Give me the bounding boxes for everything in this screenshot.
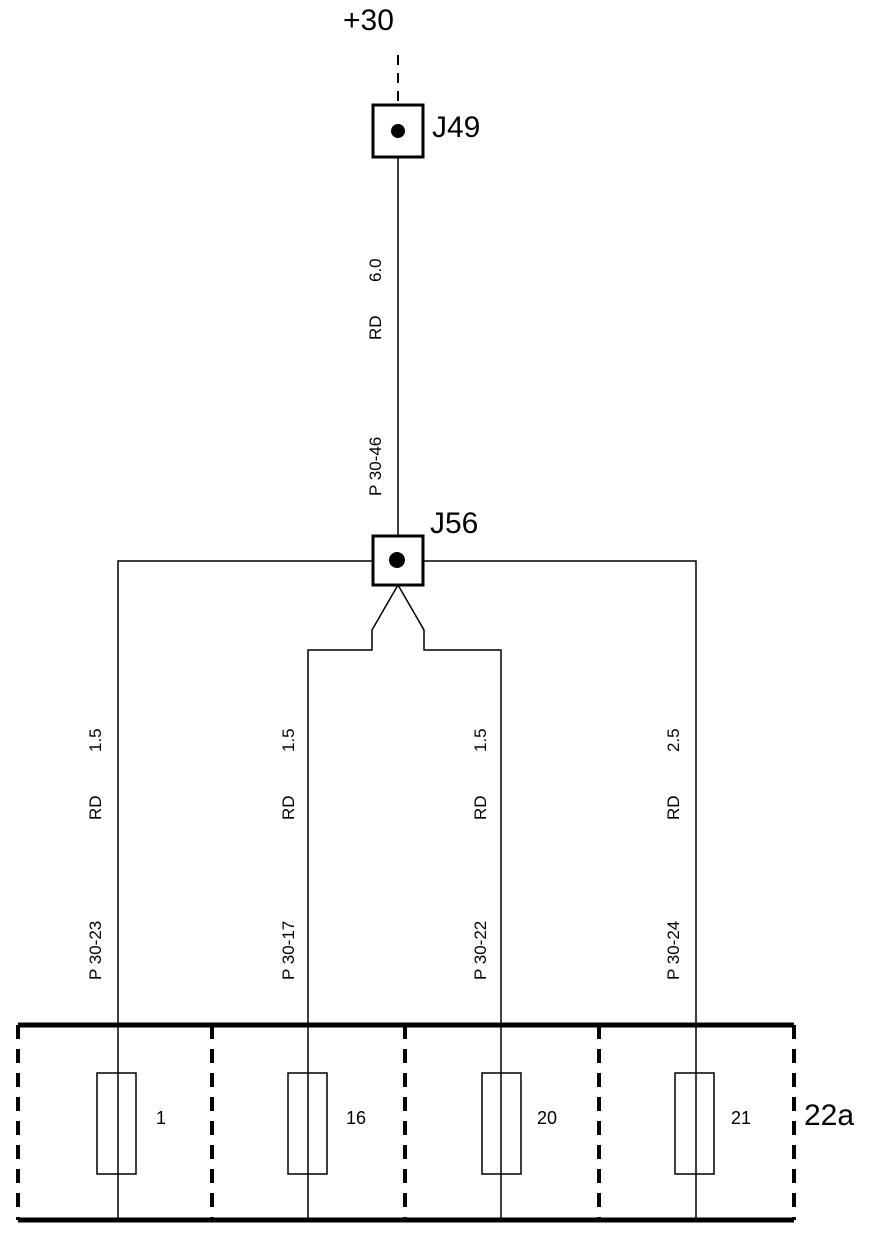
branch-wire-3-id-label: P 30-22 bbox=[471, 921, 490, 980]
junction-j49-dot bbox=[391, 124, 405, 138]
branch-wire-1-id-label: P 30-23 bbox=[86, 921, 105, 980]
junction-j56-box bbox=[371, 534, 425, 587]
branch-wire-3-color-label: RD bbox=[471, 795, 490, 820]
fuse-20-number: 20 bbox=[537, 1108, 557, 1128]
fuse-1-number: 1 bbox=[156, 1108, 166, 1128]
branch-wire-2-id-label: P 30-17 bbox=[279, 921, 298, 980]
branch-wire-2-size-label: 1.5 bbox=[279, 728, 298, 752]
branch-wire-4-color-label: RD bbox=[664, 795, 683, 820]
main-wire-size-label: 6.0 bbox=[366, 258, 385, 282]
branch-wire-1 bbox=[117, 560, 373, 1220]
branch-wire-2 bbox=[307, 584, 399, 1220]
junction-j56-label: J56 bbox=[430, 507, 478, 540]
branch-wire-4 bbox=[423, 560, 697, 1220]
branch-wire-4-id-label: P 30-24 bbox=[664, 921, 683, 980]
fuse-box-22a: 1 16 20 21 bbox=[16, 1022, 796, 1223]
branch-wire-1-size-label: 1.5 bbox=[86, 728, 105, 752]
branch-wire-1-color-label: RD bbox=[86, 795, 105, 820]
fuse-21-element bbox=[674, 1072, 715, 1175]
branch-wire-4-size-label: 2.5 bbox=[664, 728, 683, 752]
fuse-1-element bbox=[96, 1072, 137, 1175]
junction-j56-dot bbox=[389, 552, 405, 568]
main-wire-color-label: RD bbox=[366, 315, 385, 340]
supply-label: +30 bbox=[343, 4, 394, 37]
fuse-21-number: 21 bbox=[731, 1108, 751, 1128]
junction-j49-box bbox=[371, 103, 425, 159]
branch-wire-2-color-label: RD bbox=[279, 795, 298, 820]
branch-wire-3-size-label: 1.5 bbox=[471, 728, 490, 752]
fuse-16-number: 16 bbox=[346, 1108, 366, 1128]
branch-wire-3 bbox=[397, 584, 502, 1220]
junction-j49-label: J49 bbox=[432, 111, 480, 144]
main-wire-id-label: P 30-46 bbox=[366, 437, 385, 496]
fuse-box-label: 22a bbox=[804, 1099, 854, 1132]
